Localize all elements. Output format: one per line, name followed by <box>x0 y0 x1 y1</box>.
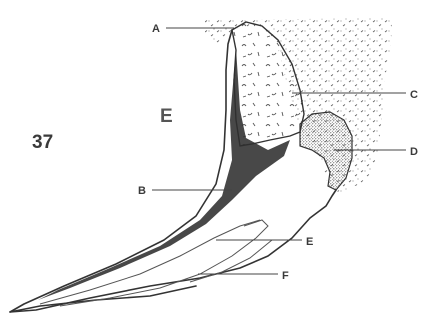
label-d: D <box>410 146 418 158</box>
label-e: E <box>306 236 313 248</box>
label-f: F <box>282 270 289 282</box>
inner-layer-e <box>40 220 260 304</box>
region-d-nodule <box>300 112 352 190</box>
label-b: B <box>138 185 146 197</box>
label-c: C <box>410 89 418 101</box>
inner-layer-f2 <box>190 240 272 282</box>
region-label-e: E <box>160 106 173 127</box>
label-a: A <box>152 23 160 35</box>
figure-number: 37 <box>32 132 53 153</box>
